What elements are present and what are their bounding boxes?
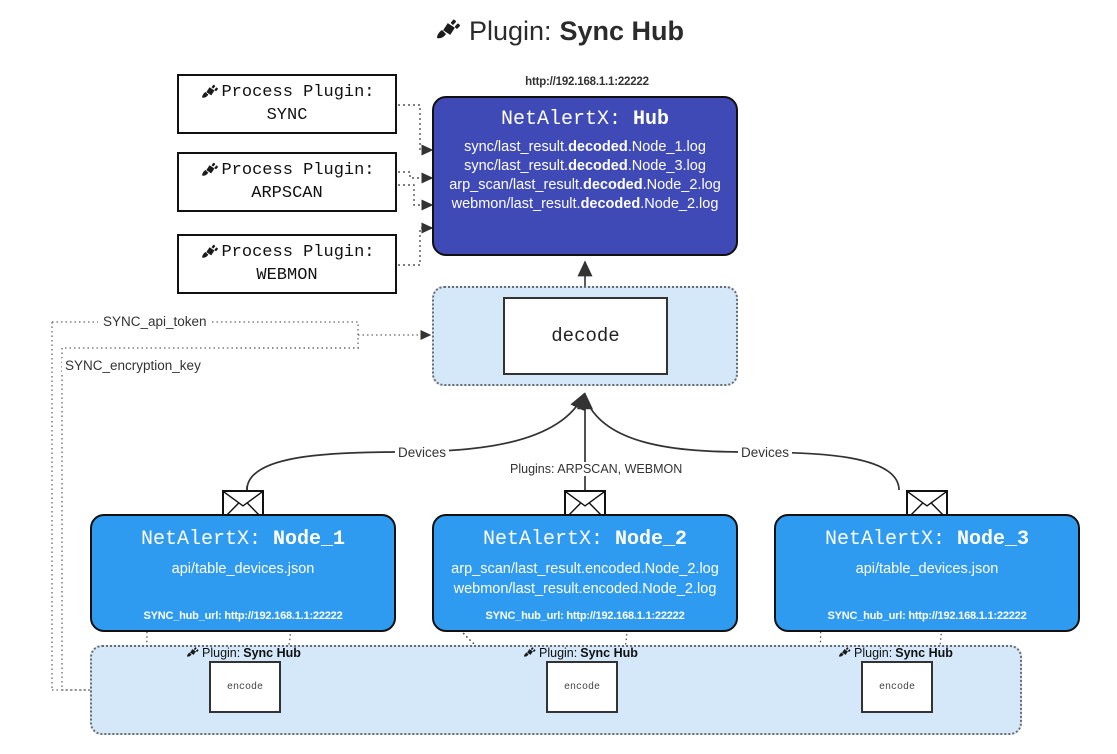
node-title-prefix: NetAlertX:: [482, 528, 603, 551]
node-title-prefix: NetAlertX:: [140, 528, 261, 551]
process-plugin-label: Process Plugin:: [221, 83, 375, 103]
log-post: .Node_2.log: [642, 177, 721, 193]
plug-icon: [199, 83, 219, 106]
node-line: webmon/last_result.encoded.Node_2.log: [453, 581, 717, 597]
encode-box-node-3[interactable]: encode: [861, 661, 933, 713]
encode-caption-node-2: Plugin: Sync Hub: [522, 645, 638, 661]
title-prefix: Plugin:: [468, 16, 552, 46]
process-plugin-label: Process Plugin:: [221, 243, 375, 263]
edge-label-sync-api-token: SYNC_api_token: [100, 314, 210, 329]
encode-caption-name: Sync Hub: [895, 645, 953, 660]
process-plugin-box-sync[interactable]: Process Plugin: SYNC: [177, 74, 397, 134]
node-title: NetAlertX: Node_3: [825, 528, 1029, 551]
node-footer: SYNC_hub_url: http://192.168.1.1:22222: [827, 610, 1027, 622]
encode-caption-prefix: Plugin:: [854, 645, 893, 660]
node-card-node-1[interactable]: NetAlertX: Node_1 api/table_devices.json…: [90, 514, 396, 632]
node-footer: SYNC_hub_url: http://192.168.1.1:22222: [143, 610, 343, 622]
hub-log-line: sync/last_result.decoded.Node_1.log: [464, 139, 706, 155]
encode-caption-name: Sync Hub: [580, 645, 638, 660]
node-lines: api/table_devices.json: [856, 561, 999, 577]
node-title-name: Node_3: [957, 528, 1030, 551]
hub-url-label: http://192.168.1.1:22222: [525, 76, 649, 88]
node-title-name: Node_1: [273, 528, 346, 551]
hub-title: NetAlertX: Hub: [501, 108, 669, 131]
log-emphasis: decoded: [568, 158, 628, 174]
title-name: Sync Hub: [559, 16, 685, 46]
plug-icon: [199, 243, 219, 266]
plug-icon: [522, 646, 536, 662]
edge-label-sync-encryption-key: SYNC_encryption_key: [62, 358, 204, 373]
edge-label-devices-left: Devices: [395, 445, 450, 460]
process-plugin-name: SYNC: [266, 105, 308, 125]
node-title-prefix: NetAlertX:: [824, 528, 945, 551]
encode-box-node-2[interactable]: encode: [546, 661, 618, 713]
node-footer: SYNC_hub_url: http://192.168.1.1:22222: [485, 610, 685, 622]
hub-log-line: webmon/last_result.decoded.Node_2.log: [452, 196, 719, 212]
hub-log-line: sync/last_result.decoded.Node_3.log: [464, 158, 706, 174]
node-line: api/table_devices.json: [855, 561, 999, 577]
plug-icon: [837, 646, 851, 662]
plug-icon: [433, 17, 461, 48]
node-card-node-2[interactable]: NetAlertX: Node_2 arp_scan/last_result.e…: [432, 514, 738, 632]
encode-caption-prefix: Plugin:: [202, 645, 241, 660]
log-post: .Node_3.log: [627, 158, 706, 174]
hub-title-name: Hub: [633, 108, 670, 131]
node-title: NetAlertX: Node_1: [141, 528, 345, 551]
process-plugin-name: ARPSCAN: [251, 183, 323, 203]
plug-icon: [185, 646, 199, 662]
process-plugin-box-arpscan[interactable]: Process Plugin: ARPSCAN: [177, 152, 397, 212]
log-emphasis: decoded: [568, 139, 628, 155]
hub-log-list: sync/last_result.decoded.Node_1.log sync…: [434, 139, 736, 212]
hub-node[interactable]: NetAlertX: Hub sync/last_result.decoded.…: [432, 96, 738, 256]
node-lines: arp_scan/last_result.encoded.Node_2.log …: [451, 561, 719, 597]
hub-title-prefix: NetAlertX:: [500, 108, 621, 131]
edge-label-plugins-mid: Plugins: ARPSCAN, WEBMON: [507, 462, 686, 476]
node-title-name: Node_2: [615, 528, 688, 551]
node-title: NetAlertX: Node_2: [483, 528, 687, 551]
log-pre: sync/last_result.: [464, 158, 569, 174]
encode-caption-name: Sync Hub: [243, 645, 301, 660]
process-plugin-box-webmon[interactable]: Process Plugin: WEBMON: [177, 234, 397, 294]
log-post: .Node_1.log: [627, 139, 706, 155]
process-plugin-label: Process Plugin:: [221, 161, 375, 181]
decode-box[interactable]: decode: [503, 297, 668, 375]
page-title: Plugin: Sync Hub: [0, 16, 1117, 47]
node-line: api/table_devices.json: [171, 561, 315, 577]
log-pre: arp_scan/last_result.: [449, 177, 583, 193]
encode-caption-node-3: Plugin: Sync Hub: [837, 645, 953, 661]
encode-caption-node-1: Plugin: Sync Hub: [185, 645, 301, 661]
log-emphasis: decoded: [580, 196, 641, 212]
node-lines: api/table_devices.json: [172, 561, 315, 577]
plug-icon: [199, 161, 219, 184]
node-line: arp_scan/last_result.encoded.Node_2.log: [451, 561, 719, 577]
encode-caption-prefix: Plugin:: [539, 645, 578, 660]
log-pre: webmon/last_result.: [451, 196, 581, 212]
edge-label-devices-right: Devices: [738, 445, 793, 460]
log-pre: sync/last_result.: [464, 139, 569, 155]
log-post: .Node_2.log: [640, 196, 719, 212]
process-plugin-name: WEBMON: [256, 265, 318, 285]
hub-log-line: arp_scan/last_result.decoded.Node_2.log: [449, 177, 721, 193]
log-emphasis: decoded: [582, 177, 643, 193]
encode-box-node-1[interactable]: encode: [209, 661, 281, 713]
node-card-node-3[interactable]: NetAlertX: Node_3 api/table_devices.json…: [774, 514, 1080, 632]
